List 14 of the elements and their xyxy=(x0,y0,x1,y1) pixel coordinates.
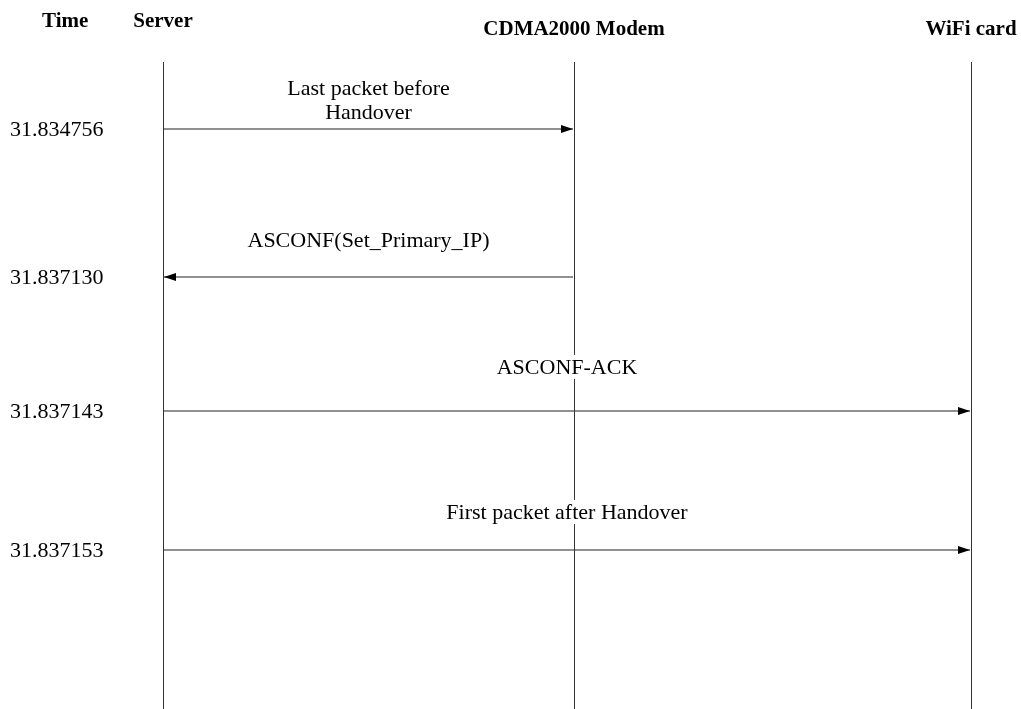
timestamp: 31.834756 xyxy=(10,116,104,142)
column-heading: Time xyxy=(42,8,89,33)
participant-name: Server xyxy=(132,8,194,33)
timestamp: 31.837153 xyxy=(10,537,104,563)
message-label: ASCONF-ACK xyxy=(494,354,640,380)
message-arrow xyxy=(163,546,971,554)
message-arrow xyxy=(163,125,574,133)
timestamp: 31.837130 xyxy=(10,264,104,290)
message-arrow xyxy=(163,273,574,281)
timestamp: 31.837143 xyxy=(10,398,104,424)
message-arrow xyxy=(163,407,971,415)
participant-name: WiFi card xyxy=(924,16,1018,41)
message-label: First packet after Handover xyxy=(444,499,690,525)
participant-name: CDMA2000 Modem xyxy=(482,16,666,41)
